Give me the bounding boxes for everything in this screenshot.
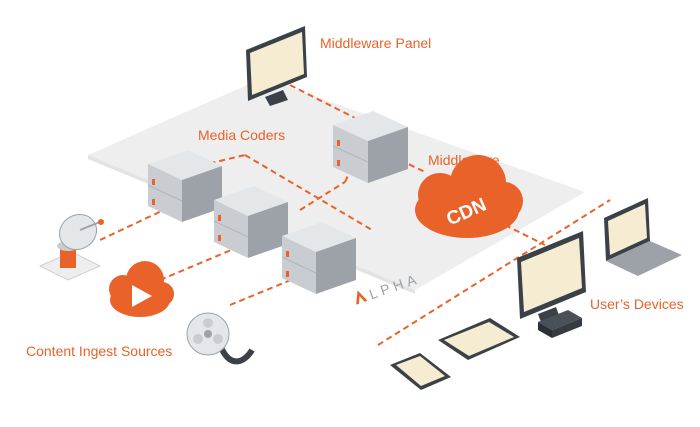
desktop-monitor-icon: [517, 231, 586, 325]
label-media-coders: Media Coders: [198, 127, 286, 143]
laptop-icon: [604, 198, 682, 276]
film-reel-icon: [186, 312, 255, 365]
middleware-panel-monitor: [246, 26, 307, 106]
media-coder-server-2: [213, 186, 288, 258]
label-users-devices: User’s Devices: [590, 296, 684, 312]
middleware-server: [332, 111, 408, 183]
set-top-box-icon: [538, 310, 582, 338]
media-coder-server-3: [281, 222, 356, 294]
phone-icon: [390, 353, 451, 390]
satellite-dish-icon: [38, 213, 104, 281]
label-content-ingest-sources: Content Ingest Sources: [26, 343, 173, 359]
media-coder-server-1: [147, 150, 222, 222]
cdn-cloud-icon: CDN: [415, 155, 523, 238]
label-middleware-panel: Middleware Panel: [320, 35, 432, 51]
tablet-icon: [438, 318, 520, 360]
label-middleware: Middleware: [428, 152, 500, 168]
cloud-play-icon: [109, 261, 174, 317]
